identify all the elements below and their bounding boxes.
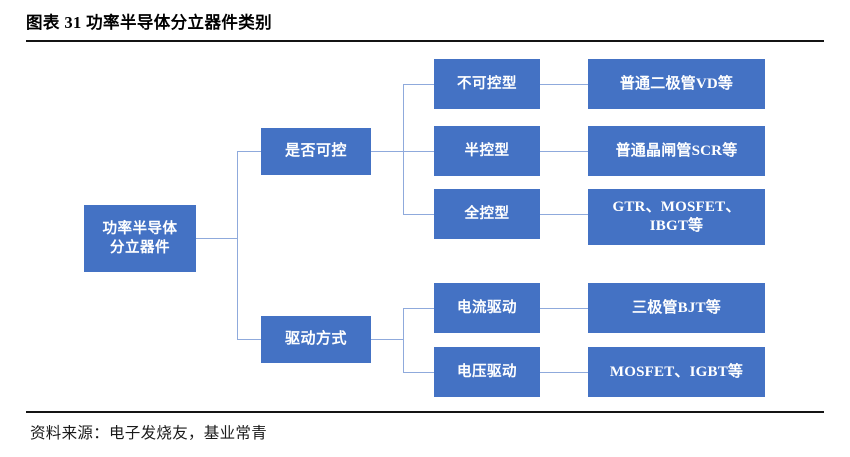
node-voltage-driven[interactable]: 电压驱动 (434, 347, 540, 397)
tree-diagram: 功率半导体 分立器件 是否可控 不可控型 半控型 全控型 普通二极管VD等 普通… (0, 41, 850, 411)
leaf-bjt[interactable]: 三极管BJT等 (588, 283, 765, 333)
node-uncontrolled[interactable]: 不可控型 (434, 59, 540, 109)
title-divider (26, 40, 824, 42)
leaf-mosfet-igbt[interactable]: MOSFET、IGBT等 (588, 347, 765, 397)
connector-root-spine (237, 151, 239, 340)
leaf-bjt-label: 三极管BJT等 (632, 299, 721, 316)
figure-source-row: 资料来源：电子发烧友，基业常青 (30, 421, 820, 451)
connector-to-semicontrolled (403, 151, 434, 153)
connector-to-voltage-driven (403, 372, 434, 374)
node-semicontrolled[interactable]: 半控型 (434, 126, 540, 176)
source-divider (26, 411, 824, 413)
node-branch-drivemode[interactable]: 驱动方式 (261, 316, 371, 363)
node-root[interactable]: 功率半导体 分立器件 (84, 205, 196, 272)
node-fullycontrolled-label: 全控型 (464, 205, 510, 222)
connector-to-uncontrolled (403, 84, 434, 86)
connector-to-branch-controllability (237, 151, 262, 153)
node-current-driven-label: 电流驱动 (457, 299, 517, 316)
node-semicontrolled-label: 半控型 (464, 142, 510, 159)
leaf-diode-label: 普通二极管VD等 (619, 75, 734, 92)
connector-to-fullycontrolled (403, 214, 434, 216)
connector-semicontrolled-to-scr (540, 151, 588, 153)
connector-root-stub (196, 238, 238, 240)
connector-fullycontrolled-to-gtr (540, 214, 588, 216)
connector-to-current-driven (403, 308, 434, 310)
connector-voltage-driven-to-mosfet (540, 372, 588, 374)
leaf-diode[interactable]: 普通二极管VD等 (588, 59, 765, 109)
leaf-gtr-mosfet-ibgt[interactable]: GTR、MOSFET、 IBGT等 (588, 189, 765, 245)
connector-controllability-stub (371, 151, 404, 153)
node-uncontrolled-label: 不可控型 (457, 75, 517, 92)
node-voltage-driven-label: 电压驱动 (457, 363, 517, 380)
connector-drivemode-spine (403, 308, 405, 373)
leaf-scr-label: 普通晶闸管SCR等 (615, 142, 738, 159)
connector-controllability-spine (403, 84, 405, 215)
node-branch-controllability[interactable]: 是否可控 (261, 128, 371, 175)
figure-title-row: 图表 31 功率半导体分立器件类别 (26, 10, 824, 41)
node-root-label: 功率半导体 分立器件 (102, 221, 178, 256)
node-fullycontrolled[interactable]: 全控型 (434, 189, 540, 239)
leaf-scr[interactable]: 普通晶闸管SCR等 (588, 126, 765, 176)
node-current-driven[interactable]: 电流驱动 (434, 283, 540, 333)
connector-drivemode-stub (371, 339, 404, 341)
page-title: 图表 31 功率半导体分立器件类别 (26, 13, 273, 32)
leaf-mosfet-igbt-label: MOSFET、IGBT等 (609, 363, 744, 380)
connector-uncontrolled-to-diode (540, 84, 588, 86)
connector-current-driven-to-bjt (540, 308, 588, 310)
connector-to-branch-drivemode (237, 339, 262, 341)
node-branch-drivemode-label: 驱动方式 (284, 331, 347, 348)
source-note: 资料来源：电子发烧友，基业常青 (30, 425, 268, 442)
node-branch-controllability-label: 是否可控 (284, 143, 347, 160)
leaf-gtr-mosfet-ibgt-label: GTR、MOSFET、 IBGT等 (612, 199, 741, 234)
